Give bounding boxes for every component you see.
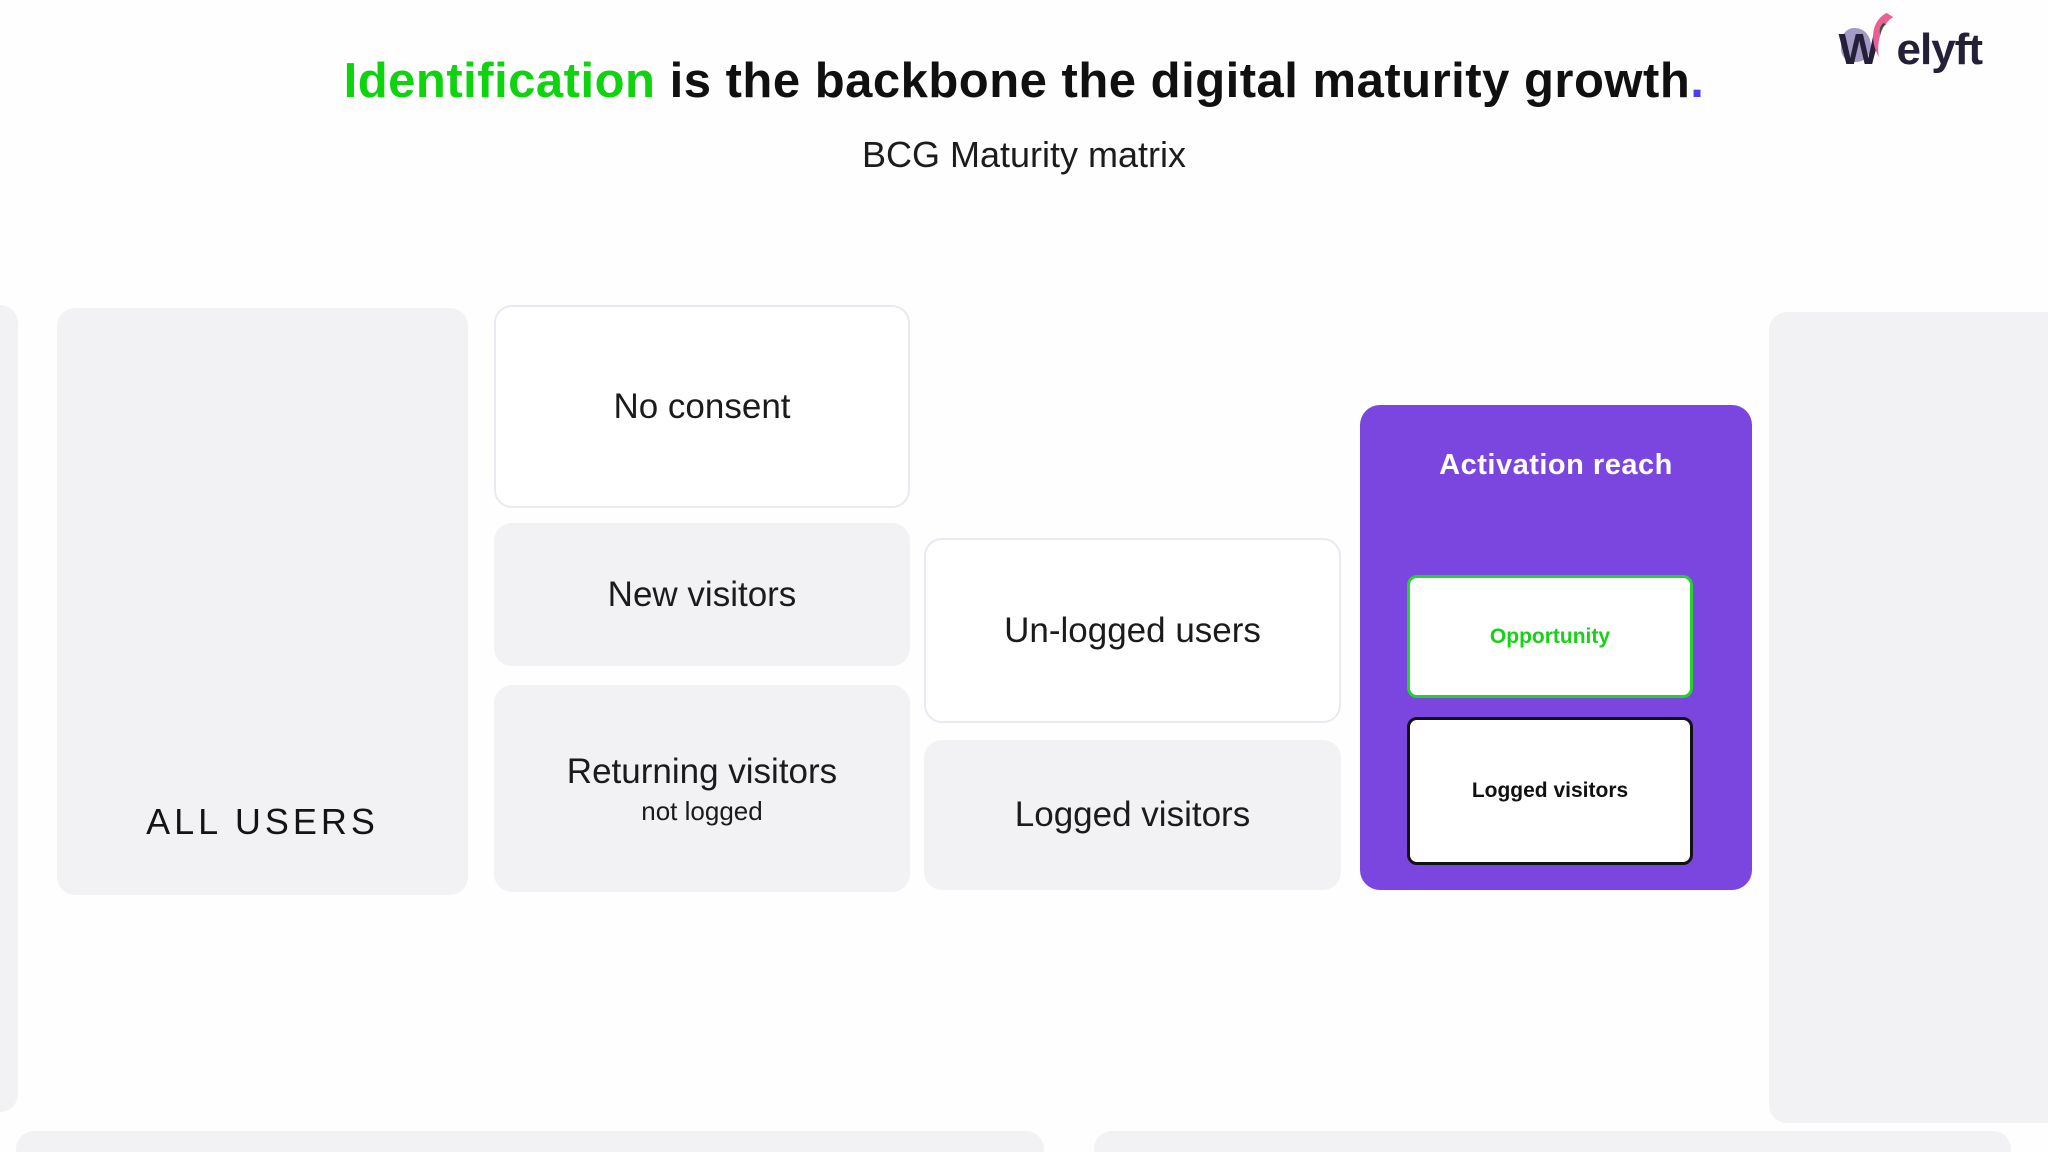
returning-visitors-sublabel: not logged — [641, 795, 763, 826]
box-unlogged-users: Un-logged users — [924, 538, 1341, 723]
activation-logged-visitors-label: Logged visitors — [1471, 779, 1629, 802]
no-consent-label: No consent — [613, 386, 791, 426]
title-period: . — [1690, 54, 1705, 108]
title-text: is the backbone the digital maturity gro… — [655, 54, 1691, 108]
all-users-label: ALL USERS — [146, 801, 379, 842]
returning-visitors-label: Returning visitors — [566, 751, 838, 791]
unlogged-users-label: Un-logged users — [1004, 610, 1261, 650]
box-right-partial — [1769, 312, 2048, 1123]
box-logged-visitors: Logged visitors — [924, 740, 1341, 890]
logo-text: elyft — [1896, 25, 1983, 74]
logo-swoosh-icon — [1872, 12, 1893, 58]
logo-w-mark: W — [1839, 12, 1897, 78]
opportunity-label: Opportunity — [1489, 624, 1611, 648]
box-bottom-right-partial — [1094, 1131, 2011, 1152]
box-left-partial — [0, 305, 18, 1112]
logo-blob-icon — [1840, 28, 1871, 62]
box-bottom-left-partial — [16, 1131, 1044, 1152]
slide-subtitle: BCG Maturity matrix — [861, 134, 1187, 175]
logged-visitors-label: Logged visitors — [1014, 795, 1251, 834]
box-activation-logged-visitors: Logged visitors — [1407, 717, 1693, 865]
box-opportunity: Opportunity — [1407, 575, 1693, 698]
new-visitors-label: New visitors — [607, 574, 797, 614]
slide-title: Identification is the backbone the digit… — [0, 50, 2048, 112]
welyft-logo: W elyft — [1839, 12, 1983, 78]
activation-reach-title: Activation reach — [1439, 449, 1673, 481]
box-new-visitors: New visitors — [494, 523, 910, 666]
title-highlight: Identification — [343, 54, 656, 108]
box-all-users: ALL USERS — [57, 308, 468, 895]
box-no-consent: No consent — [494, 305, 910, 508]
box-returning-visitors: Returning visitors not logged — [494, 685, 910, 892]
panel-activation-reach: Activation reach Opportunity Logged visi… — [1360, 405, 1752, 890]
